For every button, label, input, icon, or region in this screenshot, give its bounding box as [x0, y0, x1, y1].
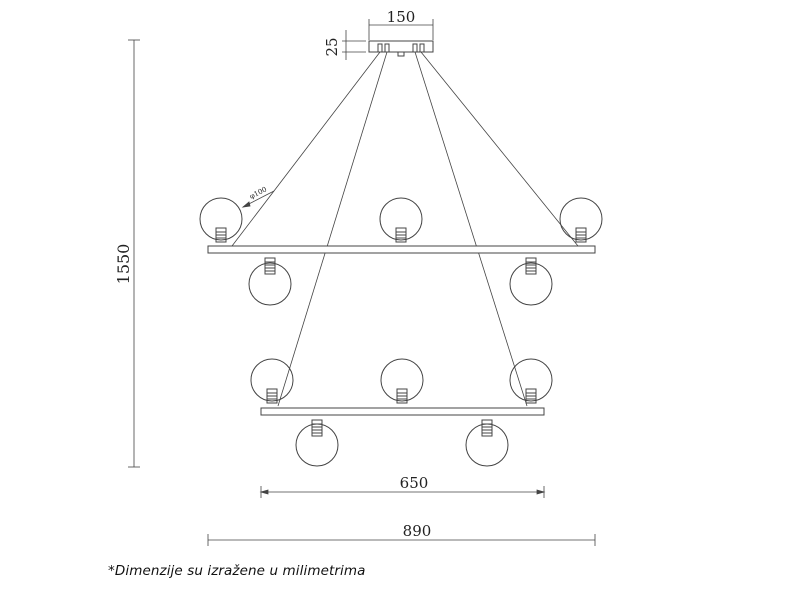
dimensions-note: *Dimenzije su izražene u milimetrima: [108, 563, 366, 579]
globe-lower-top-1: [250, 358, 294, 404]
globe-lower-top-2: [380, 358, 424, 404]
globe-upper-bottom-1: [248, 257, 292, 306]
globe-upper-top-3: [559, 197, 603, 243]
lower-ring-bar: [260, 407, 545, 416]
dim-upper-bar-label: 890: [403, 522, 432, 540]
dim-total-height-label: 1550: [114, 244, 133, 285]
dim-total-height-lines: [128, 39, 140, 468]
dim-canopy-height-lines: [342, 30, 366, 60]
globe-lower-bottom-1: [295, 419, 339, 467]
globe-upper-top-2: [379, 197, 423, 243]
globe-diameter-label: φ100: [248, 185, 268, 200]
dim-lower-bar-label: 650: [400, 474, 429, 492]
suspension-cables: [231, 51, 579, 407]
globe-lower-bottom-2: [465, 419, 509, 467]
dim-canopy-width-lines: [368, 19, 434, 40]
dim-upper-bar-lines: [207, 534, 596, 546]
globe-upper-bottom-2: [509, 257, 553, 306]
upper-ring-bar: [207, 245, 596, 254]
globe-upper-top-1: [199, 197, 243, 243]
globe-lower-top-3: [509, 358, 553, 404]
dim-lower-bar-lines: [259, 486, 546, 498]
dim-canopy-height-label: 25: [323, 37, 341, 56]
globe-diameter-leader: [241, 190, 275, 208]
dim-canopy-width-label: 150: [387, 8, 416, 26]
